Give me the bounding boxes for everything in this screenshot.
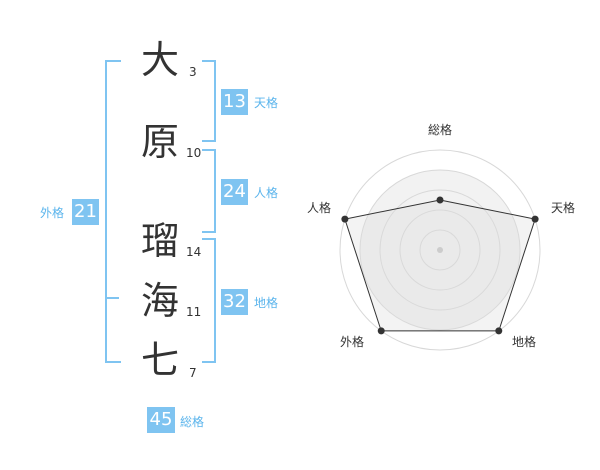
gaikaku-bracket-divider (105, 297, 119, 299)
radar-data-polygon (344, 199, 536, 332)
radar-point-5 (341, 215, 349, 223)
radar-point-1 (436, 196, 444, 204)
chikaku-label: 地格 (254, 296, 279, 310)
stroke-count-4: 11 (186, 305, 202, 319)
name-char-3: 瑠 (140, 219, 179, 263)
chikaku-value: 32 (221, 289, 248, 315)
gaikaku-bracket (105, 60, 121, 363)
radar-axis-label-2: 天格 (551, 200, 575, 215)
stroke-count-5: 7 (189, 366, 197, 380)
tenkaku-bracket (202, 60, 216, 142)
radar-point-3 (495, 327, 503, 335)
soukaku-label: 総格 (180, 415, 205, 429)
radar-axis-label-3: 地格 (512, 334, 536, 349)
stroke-count-3: 14 (186, 245, 202, 259)
jinkaku-label: 人格 (254, 186, 279, 200)
radar-axis-label-5: 人格 (307, 200, 331, 215)
radar-axis-label-1: 総格 (428, 122, 452, 137)
gaikaku-label: 外格 (40, 206, 65, 220)
radar-ring (419, 229, 461, 271)
chikaku-bracket (202, 238, 216, 363)
jinkaku-value: 24 (221, 179, 248, 205)
jinkaku-bracket (202, 149, 216, 233)
tenkaku-value: 13 (221, 89, 248, 115)
radar-axis-label-4: 外格 (340, 334, 364, 349)
name-char-4: 海 (140, 279, 179, 323)
radar-ring (379, 189, 501, 311)
gaikaku-value: 21 (72, 199, 99, 225)
tenkaku-label: 天格 (254, 96, 279, 110)
name-char-1: 大 (140, 38, 179, 82)
radar-ring (399, 209, 481, 291)
radar-center (437, 247, 443, 253)
stroke-count-1: 3 (189, 65, 197, 79)
name-char-2: 原 (140, 120, 179, 164)
soukaku-value: 45 (147, 407, 175, 433)
stroke-count-2: 10 (186, 146, 202, 160)
name-char-5: 七 (140, 338, 179, 382)
radar-point-4 (377, 327, 385, 335)
radar-point-2 (531, 215, 539, 223)
